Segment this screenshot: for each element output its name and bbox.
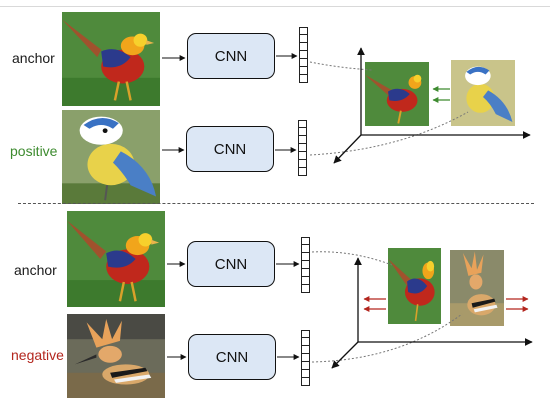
section-divider (18, 203, 534, 204)
cnn-label-4: CNN (215, 348, 249, 366)
embedded-anchor-thumb-top (365, 62, 429, 126)
embedding-vector-1 (299, 27, 308, 83)
anchor-label-top: anchor (12, 50, 55, 66)
positive-bluetit-photo (62, 110, 160, 204)
embedding-vector-3 (301, 237, 310, 293)
hoopoe-icon (450, 250, 504, 326)
golden-pheasant-icon (67, 211, 165, 307)
cnn-label-2: CNN (213, 140, 247, 158)
anchor-pheasant-photo-bottom (67, 211, 165, 307)
anchor-label-bottom: anchor (14, 262, 57, 278)
embedding-vector-4 (301, 330, 310, 386)
negative-hoopoe-photo (67, 314, 165, 398)
golden-pheasant-icon (62, 12, 160, 106)
top-rule (0, 6, 550, 7)
embedded-positive-thumb (451, 60, 515, 126)
cnn-box-2: CNN (186, 126, 274, 172)
embedding-vector-2 (298, 120, 307, 176)
cnn-box-1: CNN (187, 33, 275, 79)
cnn-box-4: CNN (188, 334, 276, 380)
negative-label: negative (11, 347, 64, 363)
cnn-box-3: CNN (187, 241, 275, 287)
anchor-pheasant-photo (62, 12, 160, 106)
cnn-label-1: CNN (214, 47, 248, 65)
golden-pheasant-icon (388, 248, 441, 324)
golden-pheasant-icon (365, 62, 429, 126)
cnn-label-3: CNN (214, 255, 248, 273)
blue-tit-icon (62, 110, 160, 204)
embedded-anchor-thumb-bottom (388, 248, 441, 324)
embedded-negative-thumb (450, 250, 504, 326)
hoopoe-icon (67, 314, 165, 398)
blue-tit-icon (451, 60, 515, 126)
positive-label: positive (10, 143, 58, 159)
